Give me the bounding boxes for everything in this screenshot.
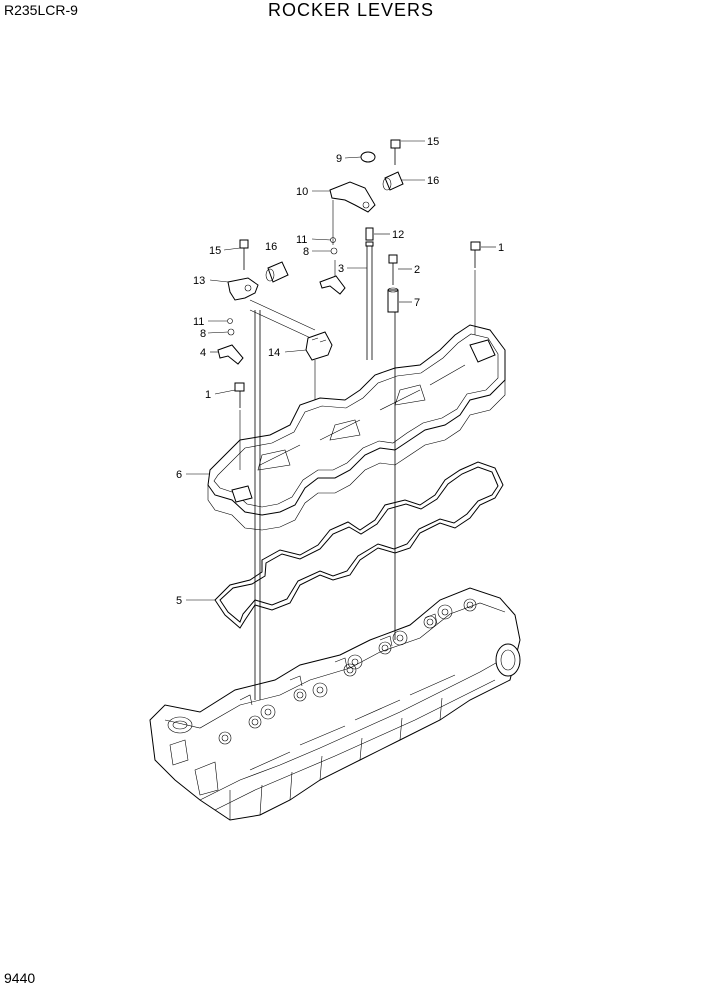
callout-1: 1 [205, 389, 211, 401]
rocker-housing-drawing [207, 324, 506, 531]
callout-11: 11 [296, 234, 307, 246]
callout-5: 5 [176, 595, 182, 607]
page-code: 9440 [4, 970, 36, 986]
callout-6: 6 [176, 469, 182, 481]
diagram-title: ROCKER LEVERS [267, 0, 435, 20]
rocker-cover-gasket-drawing [214, 461, 504, 629]
callout-8: 8 [303, 246, 309, 258]
callout-16: 16 [265, 241, 277, 253]
leader-lines [186, 140, 496, 601]
callout-1: 1 [498, 242, 504, 254]
callout-3: 3 [338, 263, 344, 275]
pushrod-guide-lines [239, 200, 476, 700]
callout-labels: 15 9 16 10 11 12 15 16 8 1 3 2 13 7 11 8… [176, 136, 504, 607]
callout-11: 11 [193, 316, 204, 328]
callout-2: 2 [414, 264, 420, 276]
callout-12: 12 [392, 229, 404, 241]
callout-8: 8 [200, 328, 206, 340]
callout-15: 15 [427, 136, 439, 148]
cylinder-head-drawing [149, 587, 521, 821]
callout-7: 7 [414, 297, 420, 309]
callout-10: 10 [296, 186, 308, 198]
callout-13: 13 [193, 275, 205, 287]
callout-16: 16 [427, 175, 439, 187]
model-code: R235LCR-9 [4, 2, 78, 18]
callout-4: 4 [200, 347, 206, 359]
callout-15: 15 [209, 245, 221, 257]
callout-9: 9 [336, 153, 342, 165]
callout-14: 14 [268, 347, 280, 359]
